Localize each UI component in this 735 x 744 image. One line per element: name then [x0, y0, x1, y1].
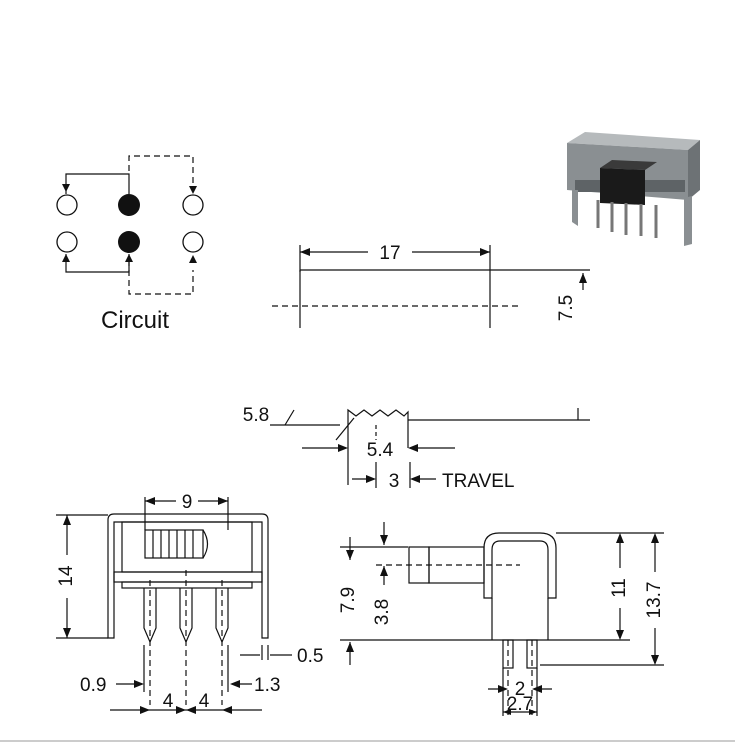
contact-open-2	[182, 194, 204, 216]
front-view: 9 14 0.5	[56, 492, 323, 714]
dim-body-height: 11	[609, 578, 630, 598]
dim-front-height: 14	[56, 565, 77, 587]
side-view: 7.9 3.8 11 13.7 2 2.7	[338, 522, 665, 716]
dim-height-top: 7.5	[556, 295, 577, 321]
photo-slider-knob	[600, 168, 645, 205]
dim-tab-width: 1.3	[254, 675, 280, 696]
contact-common-1	[118, 194, 140, 216]
dim-length: 17	[379, 243, 400, 264]
dim-knob-height: 3.8	[372, 599, 393, 625]
dim-travel: 3	[389, 471, 400, 492]
travel-label: TRAVEL	[442, 471, 515, 492]
dim-pin-spacing: 2	[515, 679, 526, 700]
dim-knob-offset: 7.9	[338, 587, 359, 613]
dim-pin-outer: 2.7	[507, 694, 533, 715]
contact-open-4	[182, 231, 204, 253]
dim-pitch-left: 4	[163, 691, 174, 712]
dim-actuator: 5.8	[243, 405, 269, 426]
dim-pin-thickness: 0.5	[297, 646, 323, 667]
dim-front-width: 9	[182, 492, 193, 513]
contact-open-1	[56, 194, 78, 216]
top-view: 17 7.5 5.8 5.4 3 TRAVEL	[243, 243, 590, 492]
dim-pin-width: 0.9	[80, 675, 106, 696]
dim-actuator-width: 5.4	[367, 440, 394, 461]
dim-pitch-right: 4	[199, 691, 210, 712]
product-photo	[567, 132, 700, 246]
contact-open-3	[56, 231, 78, 253]
contact-common-2	[118, 231, 140, 253]
dim-total-height: 13.7	[644, 582, 665, 619]
circuit-label: Circuit	[101, 307, 169, 334]
circuit-diagram: Circuit	[56, 155, 204, 334]
